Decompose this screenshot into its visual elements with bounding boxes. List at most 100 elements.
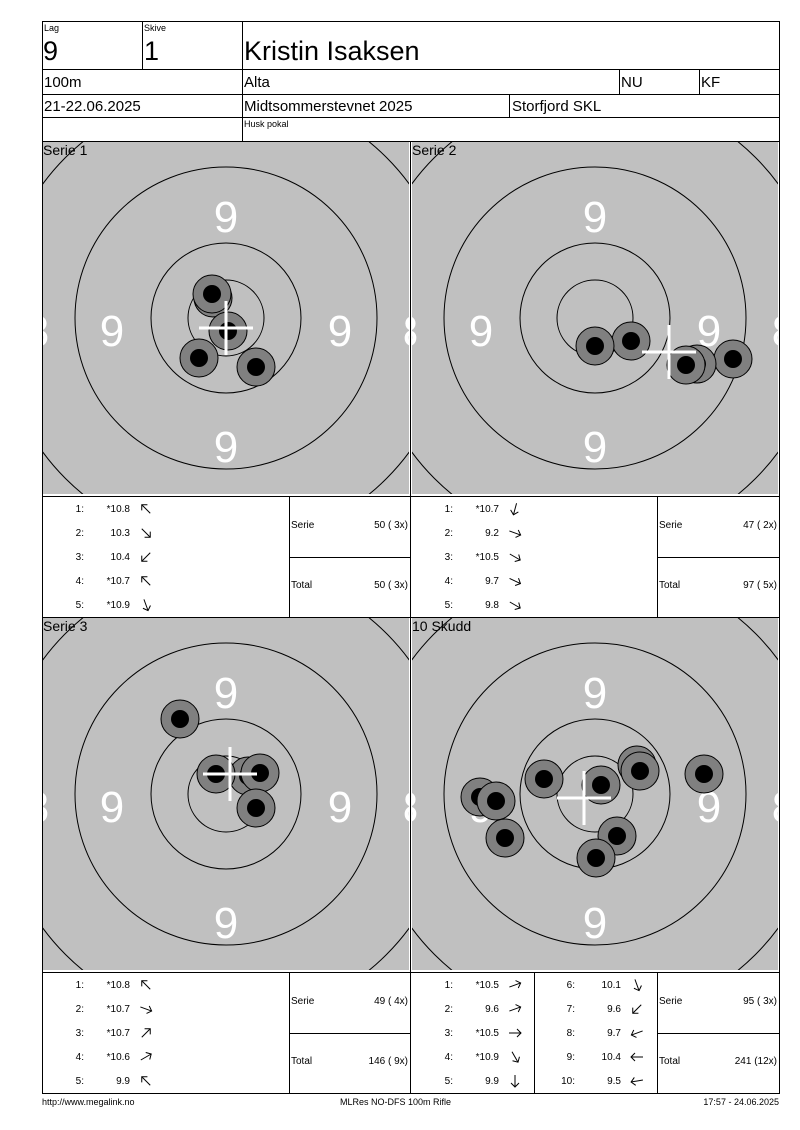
ring-number-edge: 8 <box>403 783 409 832</box>
skive-label: Skive <box>144 23 167 33</box>
shot-hole <box>576 838 616 878</box>
target-serie-1: Serie 1 999988 <box>43 142 409 494</box>
serie-score: 49 ( 4x) <box>374 996 408 1007</box>
club: Alta <box>244 74 270 91</box>
direction-arrow-icon <box>141 1076 151 1086</box>
direction-arrow-icon <box>140 1005 153 1014</box>
direction-arrow-icon <box>633 979 642 992</box>
ring-number: 9 <box>583 423 607 472</box>
score-ring <box>150 242 302 394</box>
direction-arrow-icon <box>141 552 151 562</box>
note: Husk pokal <box>244 119 289 129</box>
shot-hole <box>620 751 660 791</box>
shot-score: *10.8 <box>106 504 130 515</box>
direction-arrow-icon <box>509 1028 522 1038</box>
score-ring <box>443 642 747 946</box>
shot-number: 5: <box>75 1076 84 1087</box>
shot-number: 8: <box>566 1028 575 1039</box>
target-serie-2: Serie 2 999988 <box>412 142 778 494</box>
direction-arrow-icon <box>141 1028 151 1038</box>
shot-hole <box>179 338 219 378</box>
ring-number-edge: 8 <box>412 307 418 356</box>
shot-number: 5: <box>75 600 84 611</box>
ring-number-edge: 8 <box>772 783 778 832</box>
distance: 100m <box>44 74 82 91</box>
shot-number: 4: <box>444 576 453 587</box>
direction-arrow-icon <box>141 528 151 538</box>
footer-program: MLRes NO-DFS 100m Rifle <box>340 1097 452 1107</box>
ring-number: 9 <box>328 783 352 832</box>
shot-hole <box>581 765 621 805</box>
direction-arrow-icon <box>630 1052 643 1062</box>
target-title: Serie 3 <box>43 618 88 634</box>
serie-score: 50 ( 3x) <box>374 520 408 531</box>
shot-score: 10.1 <box>601 980 621 991</box>
shot-score: *10.9 <box>106 600 130 611</box>
shot-hole <box>575 326 615 366</box>
shot-score: 9.9 <box>485 1076 499 1087</box>
target-face: 999988 <box>43 618 409 970</box>
total-score: 146 ( 9x) <box>368 1056 408 1067</box>
ring-number-edge: 8 <box>403 307 409 356</box>
direction-arrow-icon <box>509 980 522 989</box>
serie-label: Serie <box>291 996 315 1007</box>
footer-link[interactable]: http://www.megalink.no <box>42 1097 135 1107</box>
shot-hole <box>236 788 276 828</box>
shot-hole <box>524 759 564 799</box>
direction-arrow-icon <box>630 1077 643 1086</box>
ring-number: 9 <box>583 899 607 948</box>
target-10-skudd: 10 Skudd 999988 <box>412 618 778 970</box>
shot-score: 10.4 <box>601 1052 621 1063</box>
ring-number: 9 <box>100 783 124 832</box>
shot-number: 6: <box>566 980 575 991</box>
shot-hole <box>208 311 248 351</box>
shot-number: 3: <box>444 1028 453 1039</box>
shot-score: 9.7 <box>607 1028 621 1039</box>
ring-number: 9 <box>100 307 124 356</box>
shot-score: 9.5 <box>607 1076 621 1087</box>
direction-arrow-icon <box>142 599 151 612</box>
direction-arrow-icon <box>509 578 522 586</box>
target-face: 999988 <box>412 618 778 970</box>
direction-arrow-icon <box>632 1004 642 1014</box>
shot-hole <box>236 347 276 387</box>
total-score: 97 ( 5x) <box>743 580 777 591</box>
ring-number-edge: 8 <box>43 307 49 356</box>
lag-label: Lag <box>44 23 60 33</box>
ring-number: 9 <box>328 307 352 356</box>
shot-hole <box>485 818 525 858</box>
shot-number: 3: <box>75 1028 84 1039</box>
shot-hole <box>666 345 706 385</box>
shot-score: *10.7 <box>106 1004 130 1015</box>
direction-arrow-icon <box>509 553 521 562</box>
direction-arrow-icon <box>511 1051 520 1063</box>
shot-hole <box>160 699 200 739</box>
shot-score: *10.5 <box>475 1028 499 1039</box>
target-serie-3: Serie 3 999988 <box>43 618 409 970</box>
class-kf: KF <box>701 74 721 91</box>
shot-score: 9.7 <box>485 576 499 587</box>
shot-hole <box>684 754 724 794</box>
direction-arrow-icon <box>140 1052 152 1061</box>
ring-number: 9 <box>214 423 238 472</box>
shot-number: 1: <box>444 980 453 991</box>
target-background <box>43 618 409 970</box>
ring-number: 9 <box>214 193 238 242</box>
shot-number: 2: <box>444 528 453 539</box>
serie-label: Serie <box>659 520 683 531</box>
shot-hole <box>713 339 753 379</box>
total-label: Total <box>291 580 313 591</box>
event-name: Midtsommerstevnet 2025 <box>244 98 413 115</box>
shot-score: 9.8 <box>485 600 499 611</box>
target-face: 999988 <box>412 142 778 494</box>
shot-score: *10.7 <box>106 1028 130 1039</box>
serie-label: Serie <box>291 520 315 531</box>
direction-arrow-icon <box>630 1029 643 1038</box>
lag-value: 9 <box>43 36 59 66</box>
skive-value: 1 <box>144 36 160 66</box>
ring-number-edge: 8 <box>412 783 418 832</box>
shot-score: *10.9 <box>475 1052 499 1063</box>
score-ring <box>519 242 671 394</box>
direction-arrow-icon <box>510 503 519 516</box>
shot-number: 3: <box>75 552 84 563</box>
